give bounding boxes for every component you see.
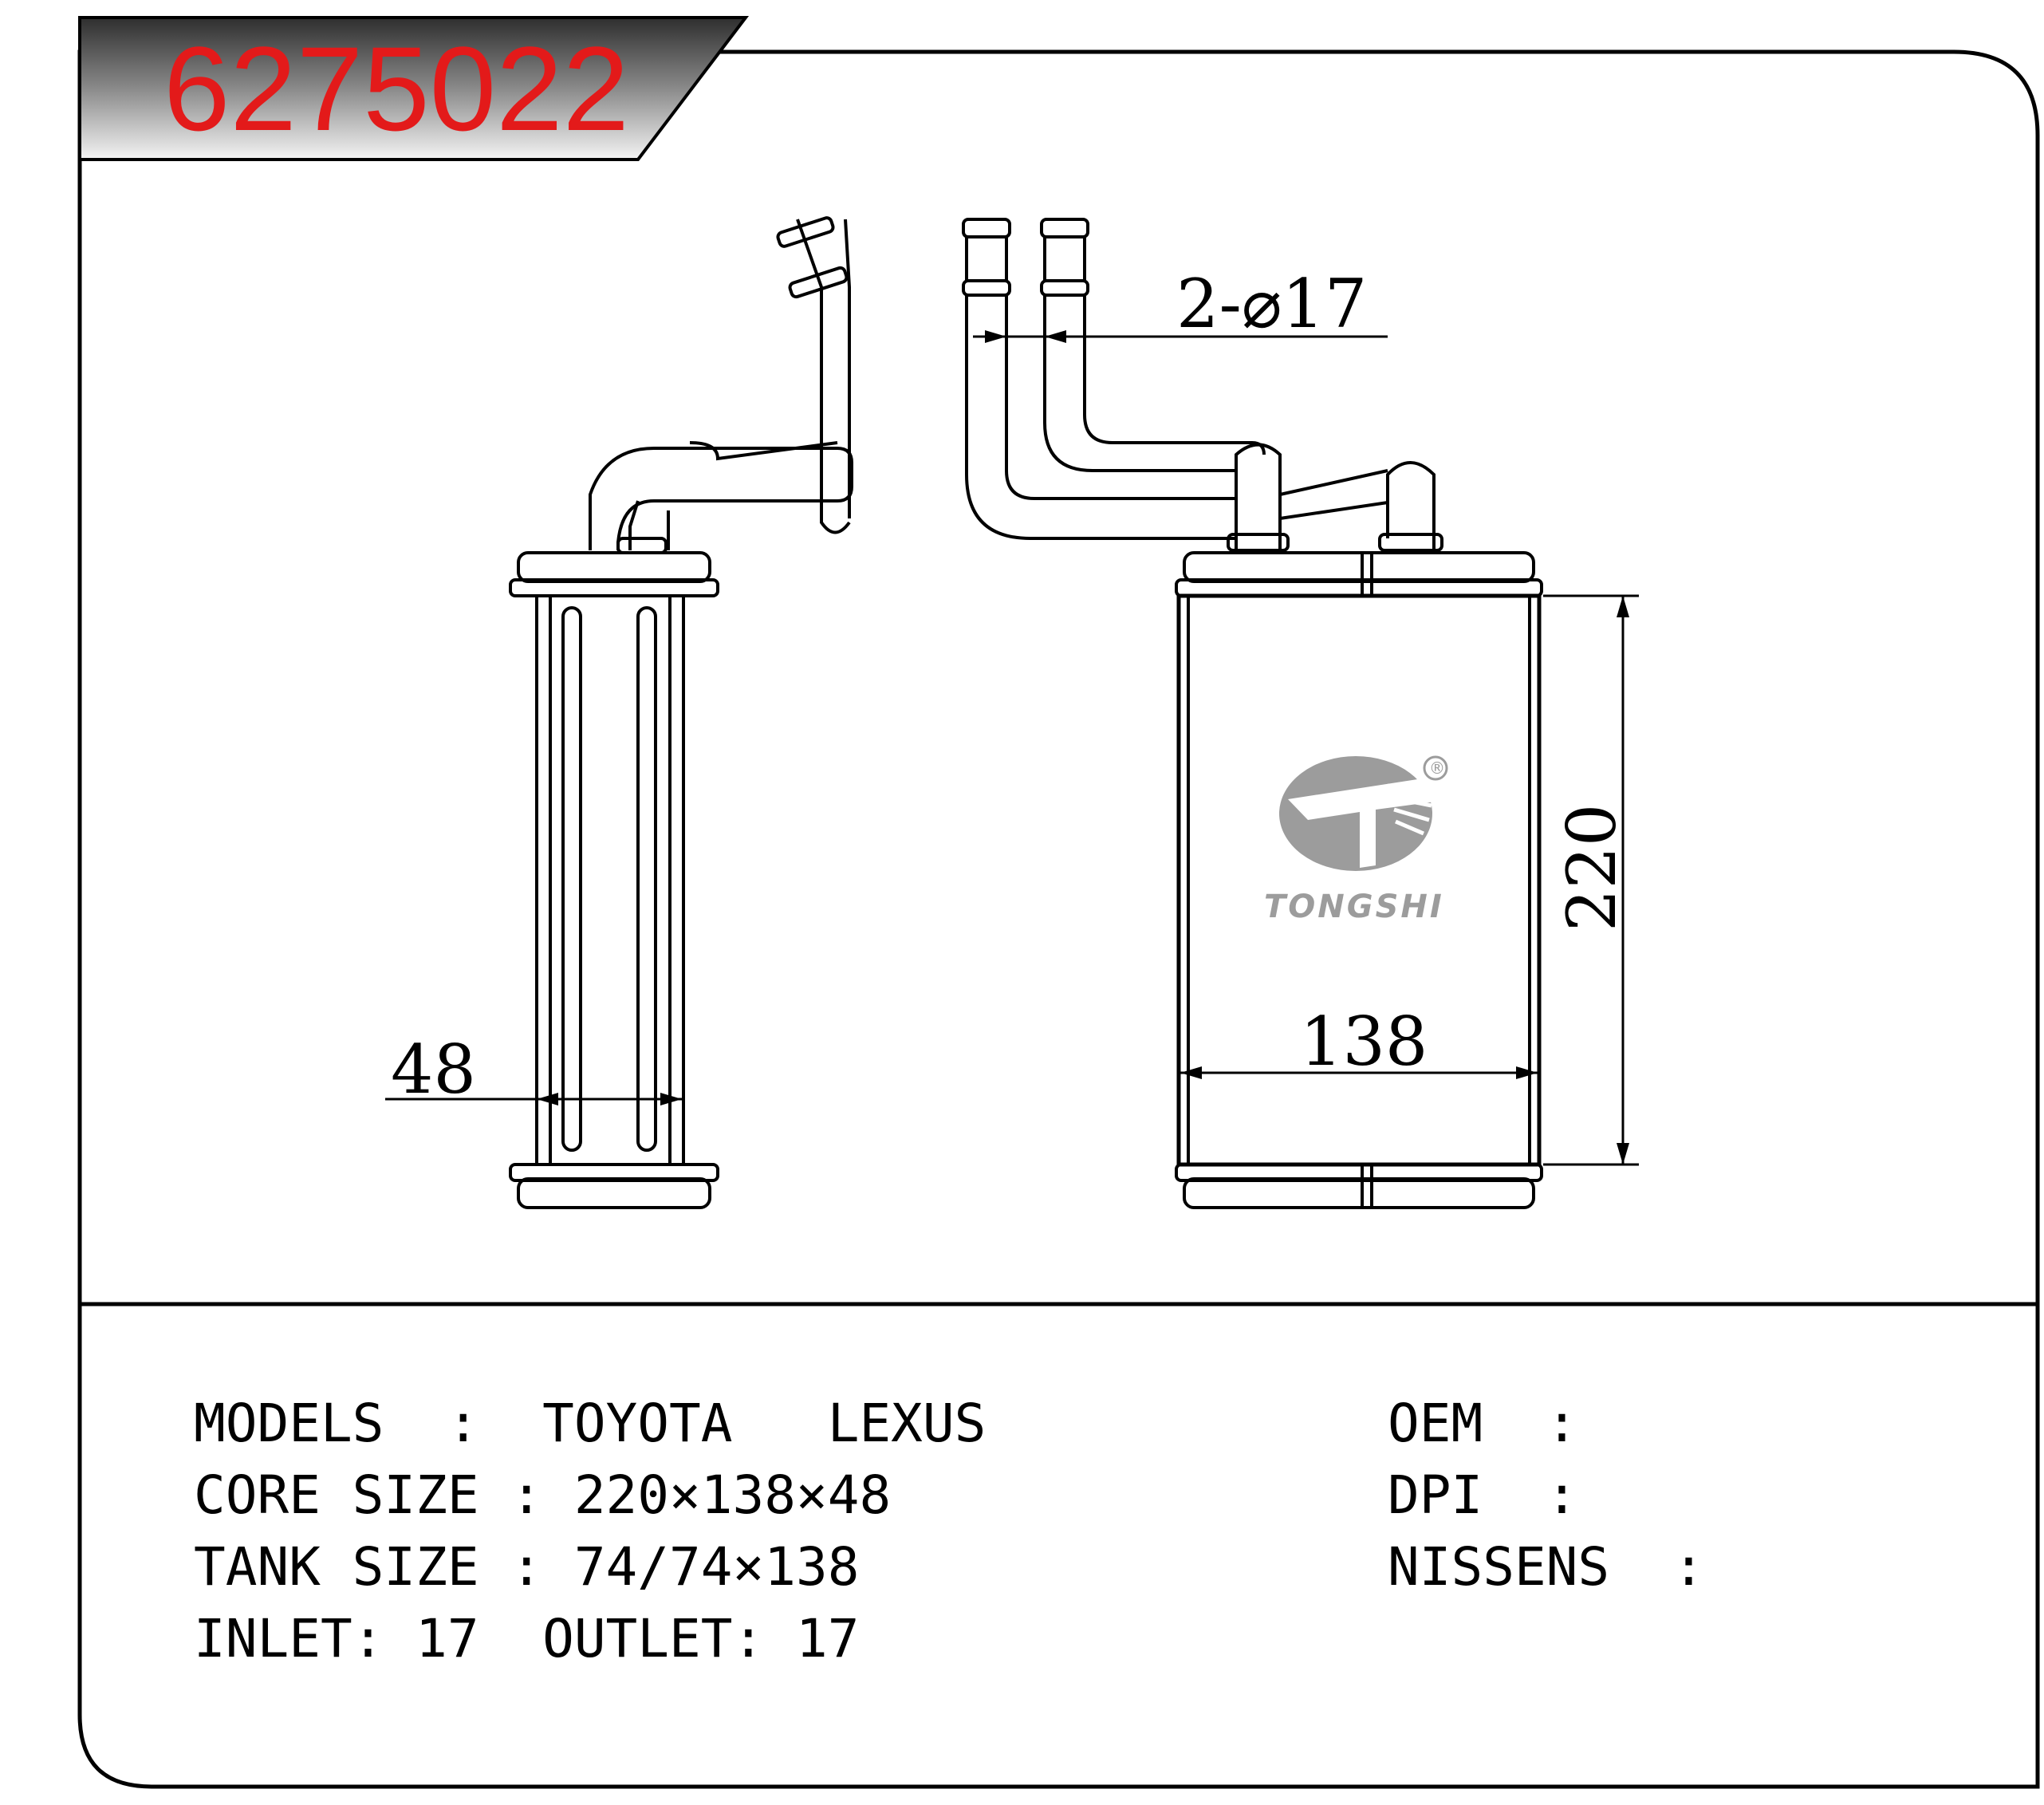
brand-name: TONGSHI [1264,889,1444,925]
width-dimension: 138 [1180,1003,1538,1081]
height-dimension: 220 [1543,594,1639,1166]
side-view [509,216,853,1209]
spec-oem: OEM : [1388,1393,1578,1454]
spec-tank-size: TANK SIZE : 74/74×138 [194,1536,860,1598]
pipe-diameter-dimension: 2-⌀17 [973,265,1388,343]
registered-mark: ® [1429,759,1445,778]
outer-frame [77,49,2040,1789]
front-view [962,218,1543,1209]
spec-core-size: CORE SIZE : 220×138×48 [194,1464,892,1526]
spec-nissens: NISSENS : [1388,1536,1705,1598]
spec-inlet-outlet: INLET: 17 OUTLET: 17 [194,1608,860,1669]
pipe-diameter-label: 2-⌀17 [1176,265,1367,343]
depth-dimension: 48 [385,1031,682,1109]
depth-dimension-label: 48 [391,1031,476,1109]
spec-dpi: DPI : [1388,1464,1578,1526]
part-number: 6275022 [163,22,629,156]
width-dimension-label: 138 [1300,1003,1428,1081]
tongshi-logo: ® TONGSHI [1264,755,1448,925]
height-dimension-label: 220 [1553,804,1631,932]
part-number-banner: 6275022 [78,16,750,161]
spec-models: MODELS : TOYOTA LEXUS [194,1393,987,1454]
